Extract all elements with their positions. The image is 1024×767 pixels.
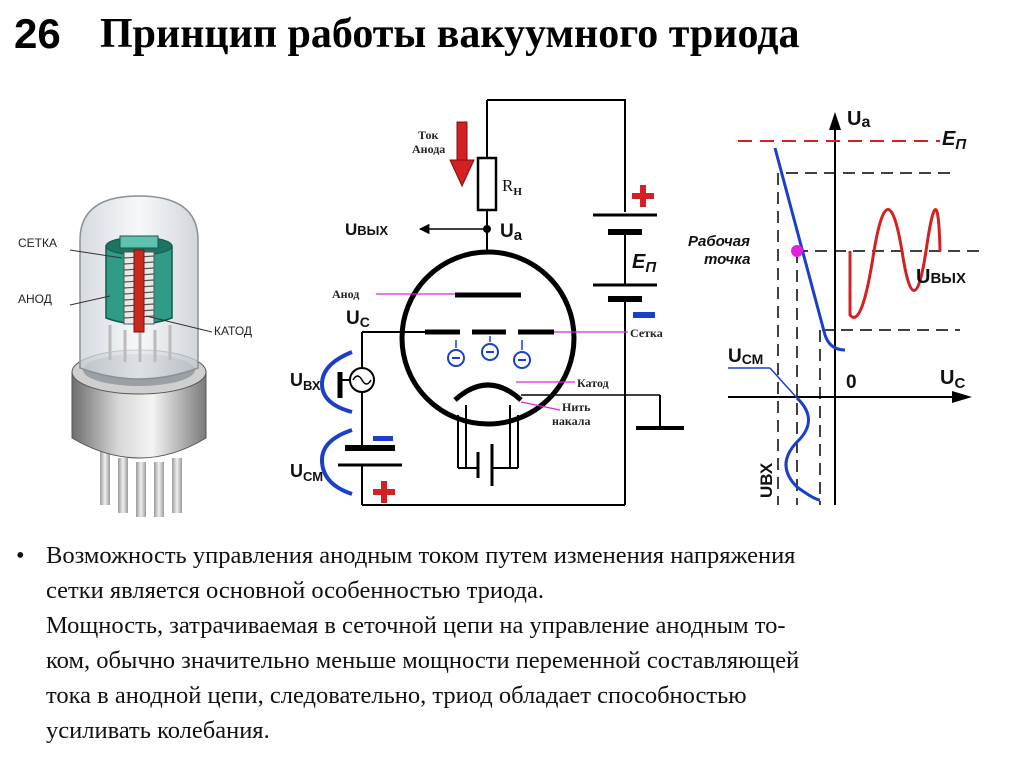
description-line: ком, обычно значительно меньше мощности … [46, 647, 800, 674]
graph-output-label: UВЫХ [916, 266, 966, 288]
description-line: тока в анодной цепи, следовательно, трио… [46, 682, 747, 709]
label-bias-voltage: UСМ [290, 461, 323, 484]
circuit-blue-arcs [319, 350, 353, 496]
label-pointer-lines [376, 293, 628, 411]
tube-label-anode: АНОД [18, 292, 52, 306]
label-cathode: Катод [577, 376, 609, 390]
description-line: Мощность, затрачиваемая в сеточной цепи … [46, 612, 786, 639]
label-load-resistor: RН [502, 176, 522, 198]
label-output-voltage: UВЫХ [345, 220, 388, 239]
label-supply-voltage: EП [632, 251, 657, 276]
tube-label-cathode: КАТОД [214, 324, 252, 338]
vacuum-tube-illustration: СЕТКА АНОД КАТОД [18, 195, 252, 517]
label-filament-2: накала [552, 414, 590, 428]
label-anode: Анод [332, 287, 359, 301]
label-anode-current-2: Анода [412, 142, 445, 156]
label-anode-current-1: Ток [418, 128, 438, 142]
polarity-markers [373, 185, 655, 503]
graph-operating-point-2: точка [704, 251, 750, 268]
slide-number: 26 [14, 10, 61, 57]
graph-y-axis-label: Uа [847, 108, 870, 131]
label-anode-voltage: Uа [500, 221, 523, 244]
description-line: Возможность управления анодным током пут… [46, 542, 796, 569]
slide-title: Принцип работы вакуумного триода [100, 11, 800, 57]
load-resistor [476, 156, 498, 212]
label-filament-1: Нить [562, 400, 591, 414]
triode-circuit [337, 99, 684, 506]
label-grid-voltage: UС [346, 308, 370, 330]
anode-current-arrow [449, 121, 475, 188]
label-input-voltage: UВХ [290, 370, 321, 393]
label-grid: Сетка [630, 326, 663, 340]
electrons [447, 336, 531, 369]
graph-operating-point-1: Рабочая [688, 233, 750, 250]
triode-envelope [399, 249, 577, 427]
graph-supply-label: EП [942, 128, 967, 153]
operating-point [791, 245, 803, 257]
tube-label-grid: СЕТКА [18, 236, 57, 250]
graph-x-axis-label: UС [940, 367, 965, 392]
characteristic-graph [728, 112, 980, 505]
description-line: сетки является основной особенностью три… [46, 577, 544, 604]
description-line: усиливать колебания. [46, 717, 270, 744]
graph-input-label: UВХ [757, 462, 776, 498]
graph-origin-label: 0 [846, 372, 857, 393]
graph-bias-label: UСМ [728, 346, 763, 367]
bullet: • [16, 542, 25, 569]
